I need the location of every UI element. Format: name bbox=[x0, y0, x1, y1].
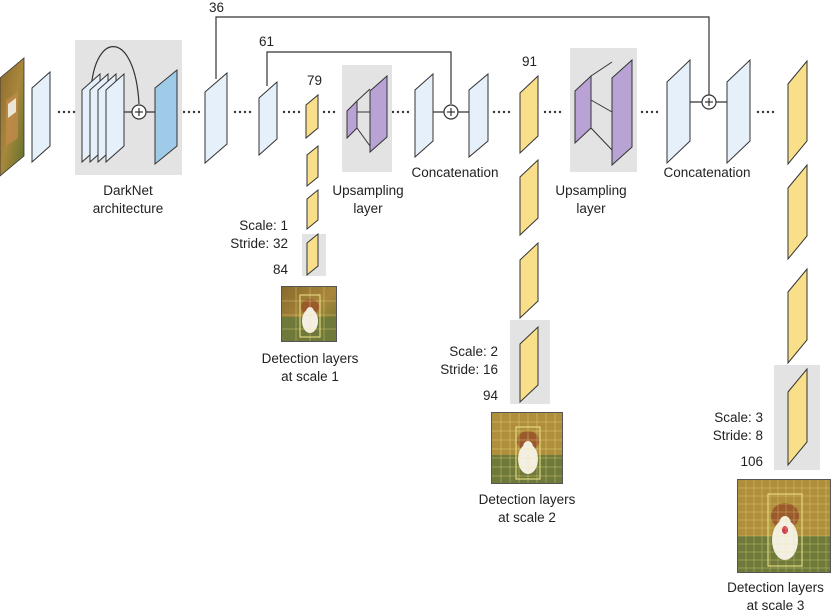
layer-label-94: 94 bbox=[482, 388, 498, 403]
layer-label-91: 91 bbox=[522, 54, 538, 69]
detection-image-scale2 bbox=[491, 412, 563, 484]
feature-map-concat2-b bbox=[726, 58, 751, 165]
feature-map-concat1-b bbox=[468, 72, 489, 159]
upsampling-layer-2 bbox=[574, 58, 633, 167]
detection-label-scale2-line2: at scale 2 bbox=[498, 510, 556, 525]
detection-image-scale1 bbox=[281, 286, 337, 342]
concat2-add-icon bbox=[701, 94, 717, 110]
upsampling-layer-1 bbox=[346, 74, 388, 154]
skip-label-61: 61 bbox=[259, 34, 275, 49]
layer-label-106: 106 bbox=[740, 454, 763, 469]
detection-column-scale2 bbox=[519, 74, 539, 404]
scale2-label: Scale: 2 bbox=[449, 344, 498, 359]
concatenation1-label: Concatenation bbox=[411, 165, 499, 180]
upsampling2-label-line1: Upsampling bbox=[555, 183, 627, 198]
input-image bbox=[0, 57, 25, 177]
upsampling2-label-line2: layer bbox=[576, 201, 606, 216]
darknet-label-line1: DarkNet bbox=[103, 183, 153, 198]
stride1-label: Stride: 32 bbox=[230, 236, 288, 251]
stride2-label: Stride: 16 bbox=[440, 362, 498, 377]
concat1-add-icon bbox=[443, 104, 459, 120]
skip-connection-61 bbox=[266, 51, 452, 104]
darknet-label-line2: architecture bbox=[92, 201, 164, 216]
feature-map-concat2-a bbox=[666, 58, 691, 165]
upsampling1-label-line2: layer bbox=[353, 201, 383, 216]
stride3-label: Stride: 8 bbox=[712, 428, 763, 443]
detection-image-scale3 bbox=[737, 479, 831, 573]
detection-label-scale1-line2: at scale 1 bbox=[281, 369, 339, 384]
scale1-label: Scale: 1 bbox=[239, 218, 288, 233]
detection-label-scale2-line1: Detection layers bbox=[478, 492, 576, 507]
detection-label-scale1-line1: Detection layers bbox=[261, 351, 359, 366]
darknet-block bbox=[81, 68, 178, 166]
layer-label-79: 79 bbox=[307, 73, 323, 88]
detection-column-scale3 bbox=[787, 59, 808, 467]
detection-label-scale3-line1: Detection layers bbox=[727, 580, 824, 595]
darknet-add-icon bbox=[131, 104, 147, 120]
detection-label-scale3-line2: at scale 3 bbox=[746, 598, 805, 613]
feature-map-concat1-a bbox=[414, 72, 434, 159]
layer-label-84: 84 bbox=[272, 262, 288, 277]
feature-map-early bbox=[31, 70, 51, 164]
skip-connection-36 bbox=[215, 16, 710, 95]
darknet-residual-loop bbox=[90, 46, 140, 105]
feature-map-61 bbox=[258, 80, 278, 157]
skip-label-36: 36 bbox=[209, 0, 225, 15]
detection-column-scale1 bbox=[305, 93, 319, 277]
scale3-label: Scale: 3 bbox=[714, 410, 763, 425]
feature-map-36 bbox=[204, 71, 228, 165]
concatenation2-label: Concatenation bbox=[663, 165, 751, 180]
dotted-connectors bbox=[57, 110, 775, 114]
upsampling1-label-line1: Upsampling bbox=[332, 183, 404, 198]
